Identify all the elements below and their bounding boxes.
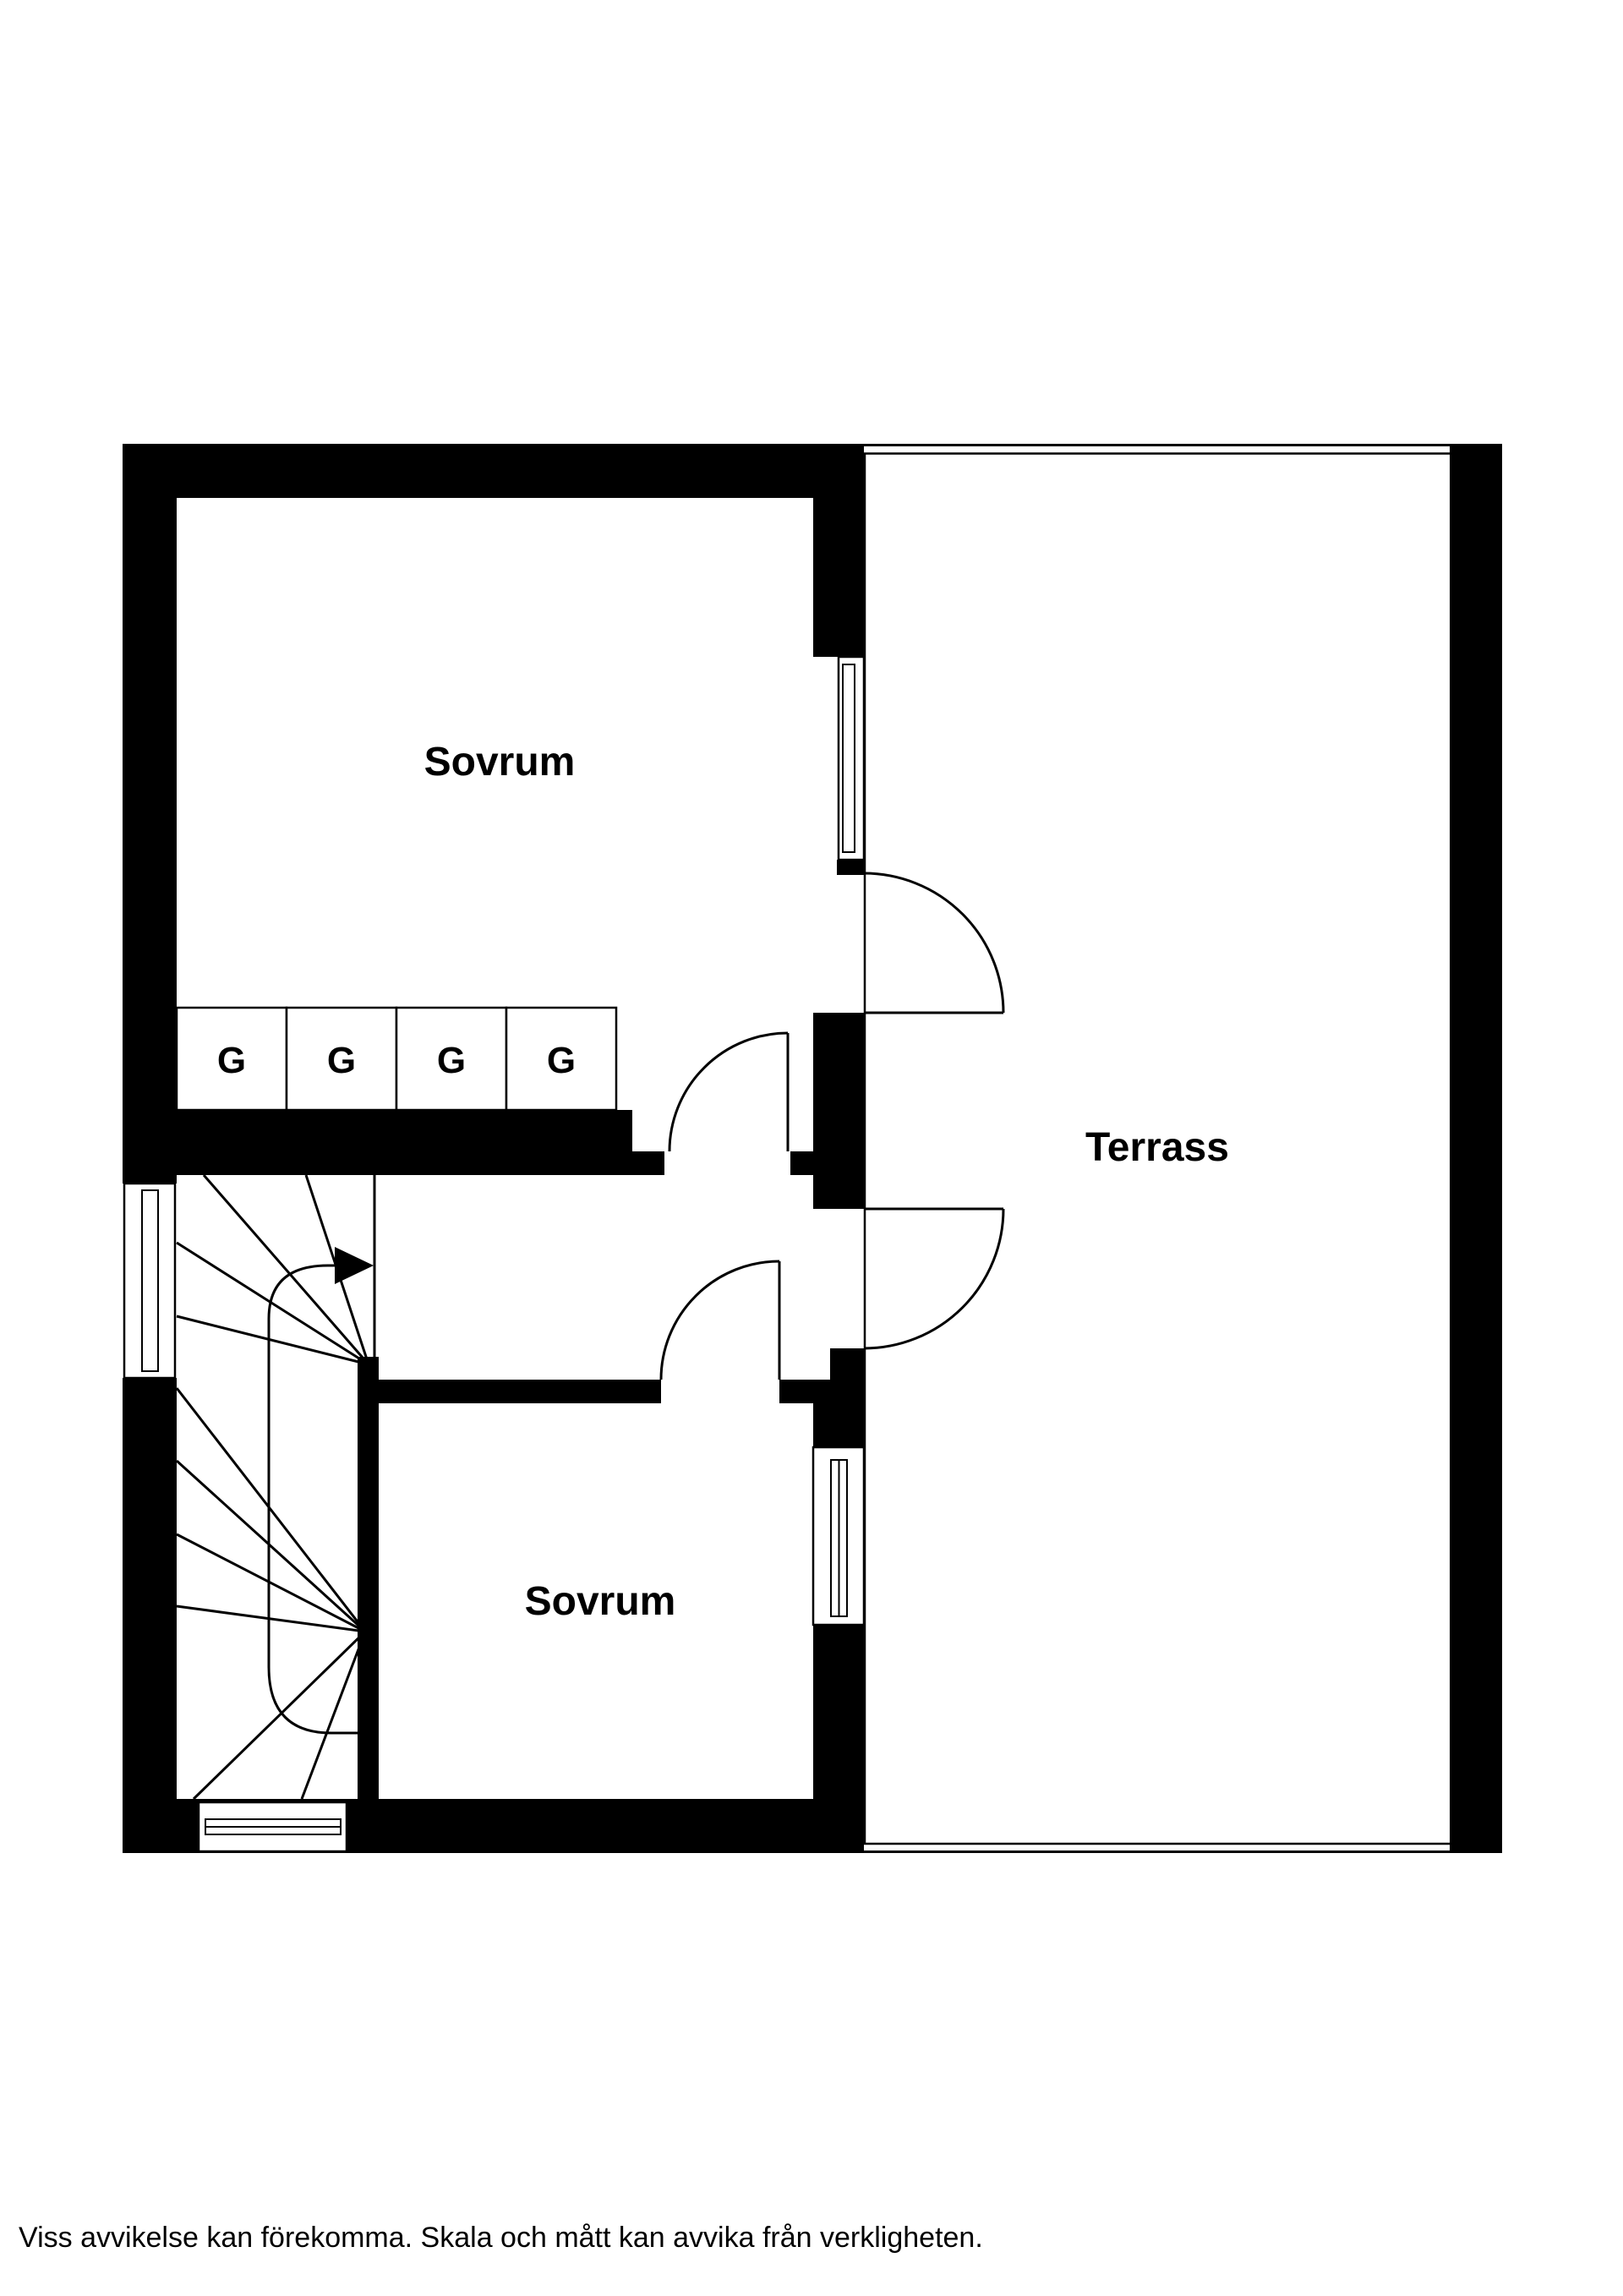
- stairs-direction-arrow-icon: [335, 1247, 374, 1284]
- window-bedroom1-glazing: [842, 664, 855, 853]
- wardrobe-label: G: [547, 1040, 576, 1081]
- wall-right-bedroom2-top: [813, 1380, 864, 1447]
- door-swing-arc: [863, 872, 1005, 1014]
- windows: [123, 655, 866, 1853]
- wall-bedroom2-top: [358, 1380, 661, 1403]
- wardrobe-label: G: [437, 1040, 466, 1081]
- wardrobe-cell: [285, 1006, 398, 1112]
- wardrobe-cell: [505, 1006, 618, 1112]
- wall-right-upper: [813, 444, 864, 657]
- terrace-wall-right: [1450, 444, 1502, 1853]
- wardrobe-cell: [395, 1006, 508, 1112]
- wall-stair-right: [358, 1357, 379, 1799]
- door-hall-terrace: [863, 1207, 1005, 1350]
- wall-below-wardrobes: [123, 1110, 632, 1175]
- room-label-bedroom-bottom: Sovrum: [525, 1579, 676, 1624]
- stairs-lower-treads: [175, 1387, 367, 1801]
- door-swing-arc: [668, 1031, 789, 1152]
- exterior-walls: [123, 444, 1502, 1853]
- door-swing-arc: [659, 1260, 780, 1380]
- stairs-walking-line: [267, 1264, 366, 1735]
- window-bottom: [197, 1801, 348, 1853]
- wall-bedroom2-top-stub: [779, 1380, 813, 1403]
- room-labels: Sovrum Sovrum Terrass: [424, 740, 1229, 1624]
- window-stairs-glazing: [141, 1189, 159, 1372]
- door-swing-arc: [863, 1208, 1005, 1350]
- door-hall-bedroom1: [668, 1031, 790, 1152]
- wall-top: [123, 444, 864, 498]
- wardrobe-label: G: [327, 1040, 356, 1081]
- wall-right-lower: [813, 1625, 864, 1799]
- wardrobe-label: G: [217, 1040, 246, 1081]
- window-stairs: [123, 1182, 177, 1380]
- interior-walls: [123, 1110, 813, 1799]
- wardrobe-cell: [175, 1006, 288, 1112]
- wall-below-wardrobes-lip: [632, 1151, 664, 1175]
- wall-left-upper: [123, 444, 177, 1184]
- wall-door-stub-bedroom1: [790, 1151, 813, 1175]
- room-label-terrace: Terrass: [1085, 1125, 1229, 1170]
- room-label-bedroom-top: Sovrum: [424, 740, 576, 784]
- wall-right-mid: [813, 1013, 864, 1209]
- wardrobes: G G G G: [175, 1006, 618, 1112]
- disclaimer-text: Viss avvikelse kan förekomma. Skala och …: [19, 2222, 983, 2254]
- window-bedroom1: [837, 655, 866, 861]
- stairs: [175, 1174, 376, 1801]
- door-hall-bedroom2: [659, 1260, 781, 1380]
- wall-left-lower: [123, 1378, 177, 1853]
- wall-right-window-sill: [837, 860, 864, 875]
- window-bedroom2: [812, 1446, 866, 1626]
- door-bedroom1-terrace: [863, 872, 1005, 1014]
- doors: [659, 872, 1005, 1380]
